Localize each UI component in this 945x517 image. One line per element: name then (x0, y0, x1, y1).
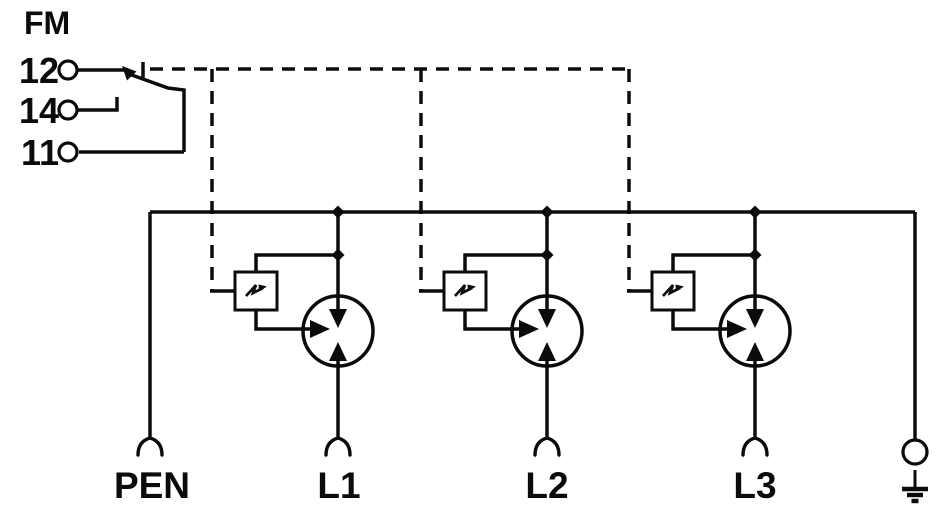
terminal-14: 14 (19, 90, 119, 131)
l3-label: L3 (733, 465, 776, 506)
changeover-switch (122, 62, 186, 152)
fm-contact-block: FM 12 14 11 (19, 5, 186, 173)
terminal-12-circle (57, 59, 79, 81)
spd-unit-l1 (210, 69, 373, 455)
l1-label: L1 (317, 465, 360, 506)
isolating-point-circle (901, 438, 929, 466)
fm-label: FM (24, 5, 70, 41)
pen-branch (136, 212, 164, 457)
terminal-14-wire (77, 97, 119, 112)
switch-contact-arrow (122, 66, 137, 81)
terminal-12: 12 (19, 50, 125, 91)
earth-ground-icon (902, 486, 928, 504)
pen-label: PEN (114, 465, 190, 506)
spd-unit-l3 (627, 69, 790, 455)
pen-terminal-clamp (136, 436, 164, 457)
terminal-14-label: 14 (19, 90, 59, 131)
spd-unit-l2 (419, 69, 582, 455)
l2-label: L2 (525, 465, 568, 506)
terminal-11-circle (57, 141, 79, 163)
terminal-11: 11 (21, 132, 184, 173)
earth-branch (901, 212, 929, 504)
switch-blade (128, 72, 186, 152)
terminal-11-label: 11 (21, 132, 59, 173)
terminal-14-circle (57, 99, 79, 121)
terminal-12-label: 12 (19, 50, 59, 91)
